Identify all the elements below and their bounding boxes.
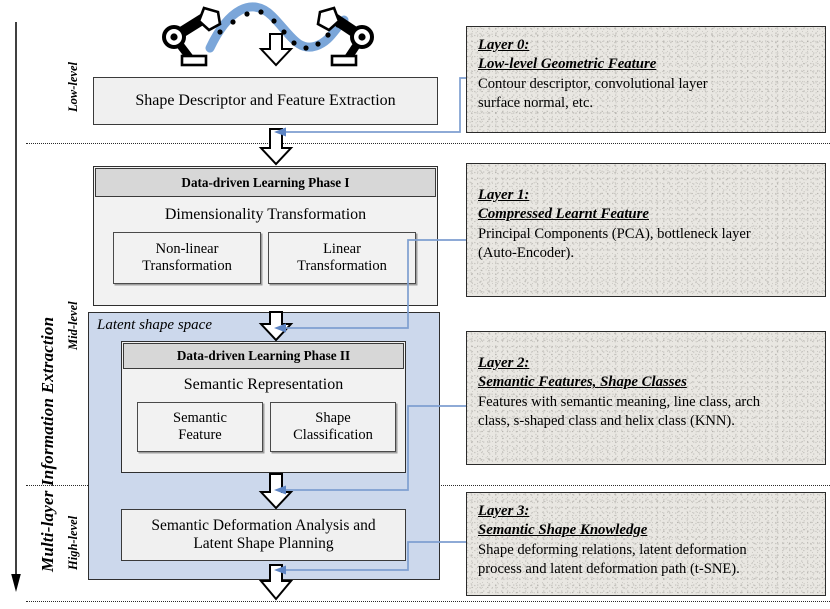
label-latent-shape-space: Latent shape space [97, 317, 212, 333]
divider-low-mid [26, 143, 830, 144]
layer-1-title-line1: Layer 1: [478, 187, 530, 203]
panel-layer-3[interactable]: Layer 3: Semantic Shape Knowledge Shape … [466, 492, 826, 596]
box-semantic-deformation-analysis-and-latent-shape-planning[interactable]: Semantic Deformation Analysis and Latent… [121, 509, 406, 561]
subbox-non-linear-transformation[interactable]: Non-linear Transformation [113, 232, 261, 284]
header-data-driven-learning-phase-2: Data-driven Learning Phase II [123, 343, 404, 369]
level-label-mid: Mid-level [66, 301, 80, 350]
box-shape-descriptor-and-feature-extraction[interactable]: Shape Descriptor and Feature Extraction [93, 77, 438, 125]
divider-bottom [26, 601, 830, 602]
header-data-driven-learning-phase-1: Data-driven Learning Phase I [95, 168, 436, 197]
flow-arrow-phase1-to-phase2 [258, 311, 294, 342]
layer-3-title-line2: Semantic Shape Knowledge [478, 522, 648, 539]
level-label-high: High-level [66, 515, 80, 570]
label-semantic-representation: Semantic Representation [183, 375, 344, 393]
connector-layer2 [270, 404, 470, 496]
right-robot-arm [316, 6, 374, 67]
layer-0-body: Contour descriptor, convolutional layer … [478, 76, 708, 112]
layer-1-title-line2: Compressed Learnt Feature [478, 206, 649, 223]
layer-2-body: Features with semantic meaning, line cla… [478, 394, 761, 430]
panel-layer-0[interactable]: Layer 0: Low-level Geometric Feature Con… [466, 26, 826, 133]
label-dimensionality-transformation: Dimensionality Transformation [164, 205, 367, 223]
flow-arrow-phase2-to-deformation-analysis [258, 473, 294, 510]
layer-0-title-line2: Low-level Geometric Feature [478, 56, 657, 73]
subbox-shape-classification[interactable]: Shape Classification [270, 402, 396, 452]
layer-0-title-line1: Layer 0: [478, 37, 530, 53]
left-robot-arm [162, 6, 222, 67]
connector-layer3 [270, 540, 470, 580]
subbox-linear-transformation[interactable]: Linear Transformation [268, 232, 416, 284]
robot-arms-illustration [148, 2, 388, 70]
subbox-semantic-feature[interactable]: Semantic Feature [137, 402, 263, 452]
layer-3-title-line1: Layer 3: [478, 503, 530, 519]
layer-2-title-line2: Semantic Features, Shape Classes [478, 374, 687, 391]
panel-layer-2[interactable]: Layer 2: Semantic Features, Shape Classe… [466, 331, 826, 465]
layer-3-body: Shape deforming relations, latent deform… [478, 542, 747, 578]
multi-layer-axis-arrow [8, 22, 24, 592]
connector-layer0 [270, 74, 470, 138]
layer-2-title-line1: Layer 2: [478, 355, 530, 371]
connector-layer1 [270, 238, 470, 334]
axis-label-multilayer-information-extraction: Multi-layer Information Extraction [38, 316, 57, 572]
layer-1-body: Principal Components (PCA), bottleneck l… [478, 226, 751, 262]
level-label-low: Low-level [66, 62, 80, 112]
flow-arrow-illustration-to-shape-descriptor [258, 33, 294, 67]
panel-layer-1[interactable]: Layer 1: Compressed Learnt Feature Princ… [466, 163, 826, 297]
